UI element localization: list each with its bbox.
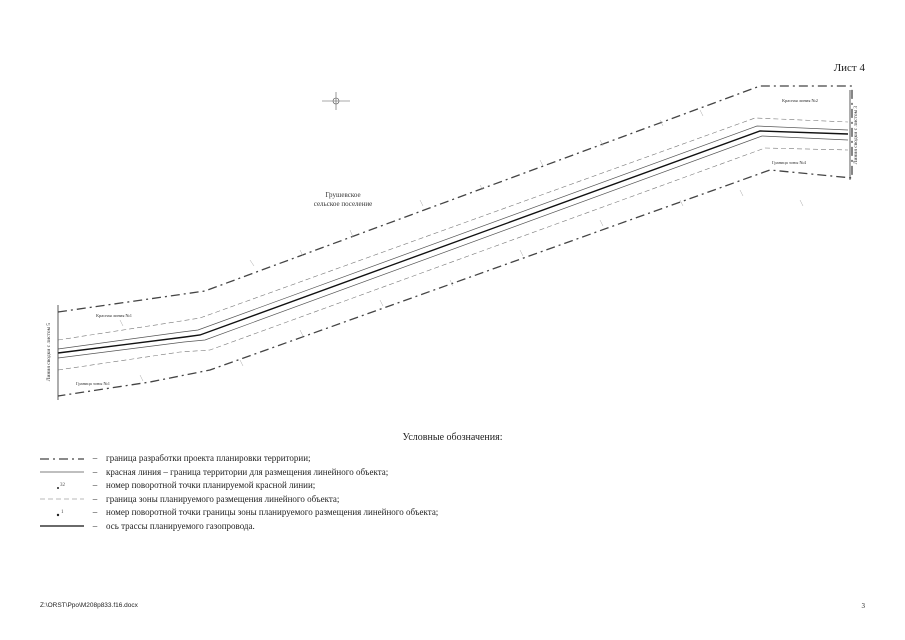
- planning-boundary-symbol: [40, 458, 84, 460]
- legend-text: граница разработки проекта планировки те…: [106, 453, 311, 463]
- zone-point-symbol: 1: [56, 510, 64, 516]
- settlement-label-2: сельское поселение: [314, 200, 373, 208]
- legend-text: ось трассы планируемого газопровода.: [106, 520, 255, 531]
- red-line-label-right: Красная линия №2: [782, 98, 818, 103]
- legend-dash: –: [92, 493, 98, 504]
- page-number: 3: [861, 602, 866, 610]
- zone-label-right: Граница зоны №4: [772, 160, 807, 165]
- red-line-label-left: Красная линия №1: [96, 313, 132, 318]
- file-path: Z:\ORST\Ppo\M208p833.f16.docx: [40, 602, 138, 609]
- zone-boundary-lower: [57, 147, 849, 371]
- match-line-left-label: Линия сводки с листом 5: [46, 323, 52, 382]
- zone-point-marker: 1: [61, 510, 64, 515]
- red-line-point-symbol: 32: [57, 483, 66, 489]
- red-line-symbol: [40, 471, 84, 473]
- north-arrow-icon: [322, 92, 350, 110]
- legend-row: – ось трассы планируемого газопровода.: [40, 520, 438, 534]
- settlement-label: Грушевское: [325, 191, 360, 199]
- legend-dash: –: [92, 520, 98, 531]
- red-line-point-marker: 32: [60, 483, 66, 488]
- pipeline-axis-symbol: [40, 525, 84, 527]
- zone-boundary-symbol: [40, 498, 84, 500]
- legend-dash: –: [92, 507, 98, 517]
- zone-boundary-upper: [57, 117, 849, 341]
- red-line-upper: [57, 125, 849, 350]
- legend-dash: –: [92, 453, 98, 463]
- legend-row: – граница зоны планируемого размещения л…: [40, 493, 438, 507]
- legend-title: Условные обозначения:: [402, 432, 503, 443]
- legend-text: красная линия – граница территории для р…: [106, 466, 389, 477]
- territory-plan-map: Грушевское сельское поселение Линия свод…: [46, 85, 859, 400]
- legend-text: номер поворотной точки планируемой красн…: [106, 480, 316, 490]
- red-line-lower: [57, 135, 849, 359]
- legend-text: граница зоны планируемого размещения лин…: [106, 493, 340, 504]
- legend-row: 1 – номер поворотной точки границы зоны …: [40, 506, 438, 520]
- terrain-hatching: [119, 109, 804, 382]
- legend-row: – красная линия – граница территории для…: [40, 466, 438, 480]
- pipeline-axis: [57, 130, 849, 354]
- match-line-right-label: Линия сводки с листом 3: [853, 106, 859, 165]
- zone-label-left: Граница зоны №1: [76, 381, 110, 386]
- legend-row: – граница разработки проекта планировки …: [40, 452, 438, 466]
- legend-dash: –: [92, 466, 98, 477]
- sheet-label: Лист 4: [833, 62, 865, 74]
- planning-boundary: [57, 85, 853, 397]
- legend-row: 32 – номер поворотной точки планируемой …: [40, 479, 438, 493]
- legend: – граница разработки проекта планировки …: [40, 452, 438, 533]
- legend-text: номер поворотной точки границы зоны план…: [106, 507, 439, 517]
- legend-dash: –: [92, 480, 98, 490]
